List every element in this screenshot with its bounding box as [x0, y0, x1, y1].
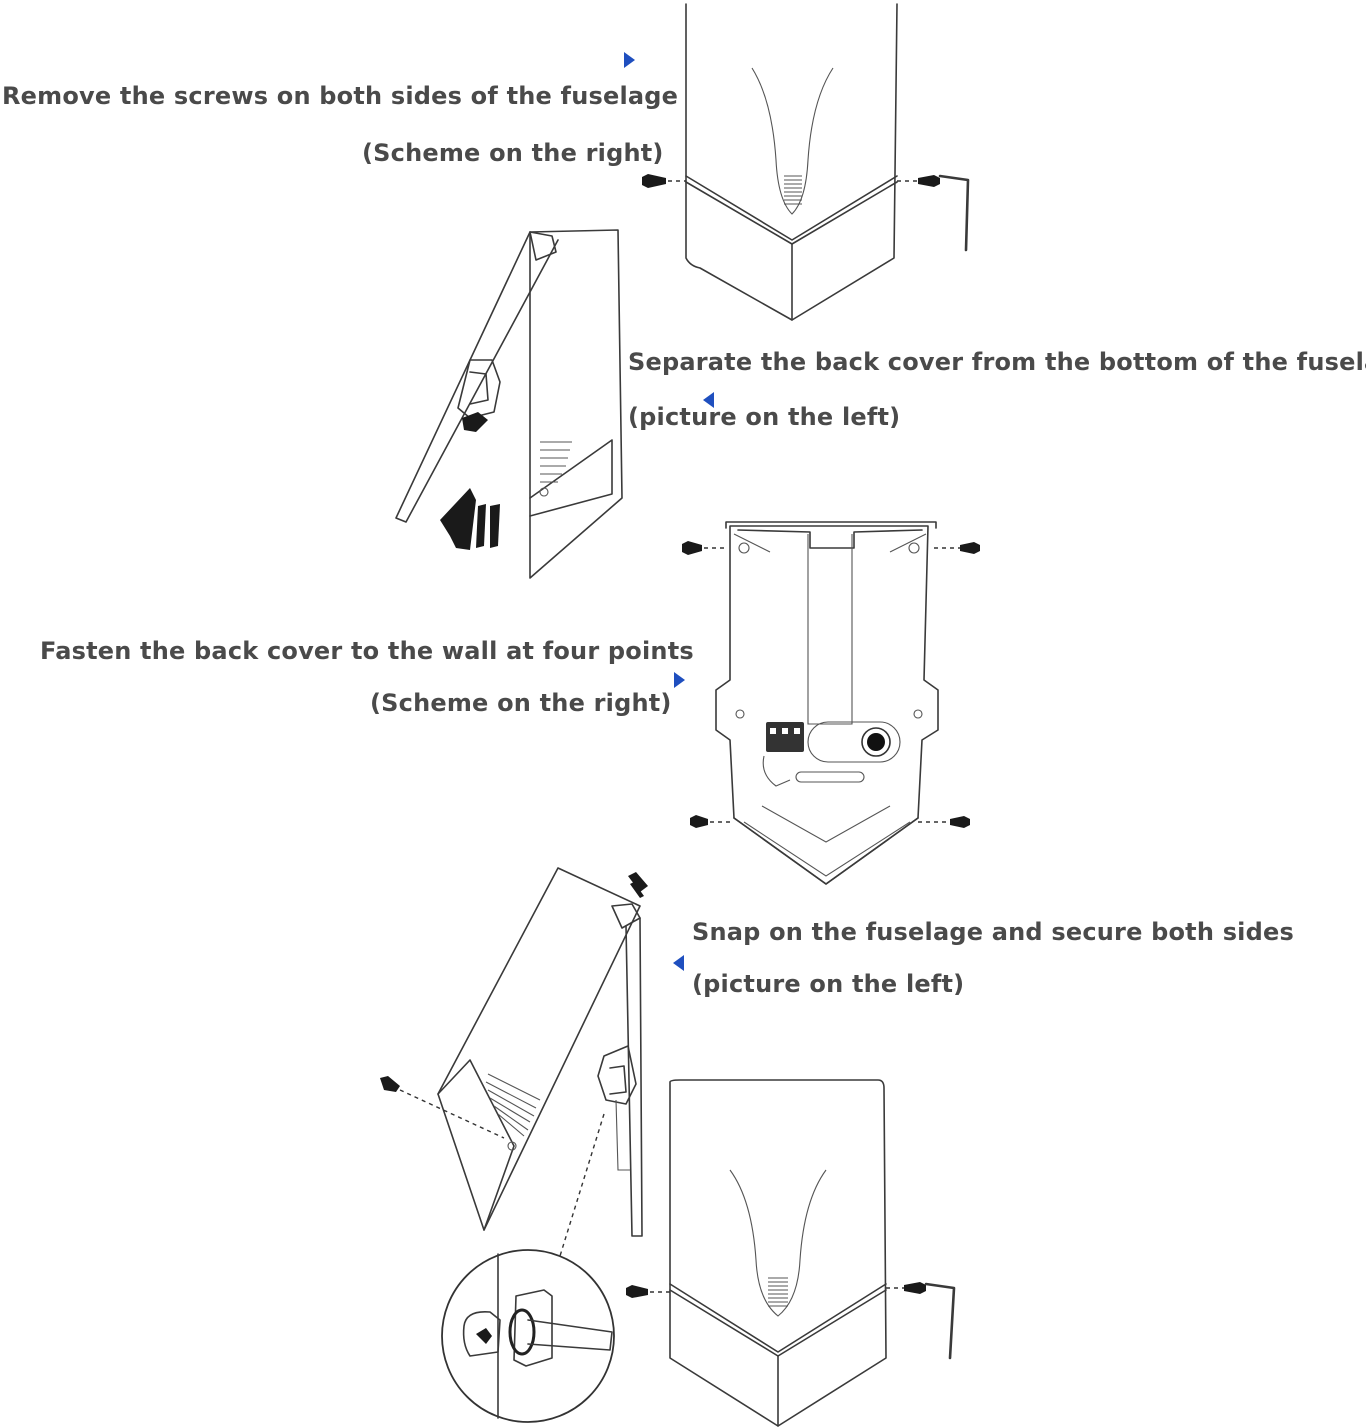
pointer-left-icon [673, 955, 684, 971]
screw-icon [897, 175, 940, 187]
step3-subtitle: (Scheme on the right) [370, 689, 672, 717]
screw-icon [682, 541, 728, 555]
screw-icon [886, 1282, 926, 1294]
back-cover-separating [395, 229, 623, 579]
allen-key-icon [924, 1282, 956, 1360]
step1-title: Remove the screws on both sides of the f… [2, 82, 679, 110]
step1-subtitle: (Scheme on the right) [362, 139, 664, 167]
allen-key-icon [938, 174, 970, 252]
screw-icon [934, 542, 980, 554]
push-arrow-icon [440, 488, 500, 550]
step3-title: Fasten the back cover to the wall at fou… [40, 637, 694, 665]
step2-subtitle: (picture on the left) [628, 403, 901, 431]
dryer-front-top [685, 3, 898, 321]
pointer-right-icon [674, 672, 685, 688]
dryer-front-bottom [669, 1079, 887, 1427]
pointer-right-icon [624, 52, 635, 68]
screw-icon [380, 1076, 505, 1139]
detail-magnifier [441, 1249, 615, 1423]
step4-subtitle: (picture on the left) [692, 970, 965, 998]
step2-title: Separate the back cover from the bottom … [628, 348, 1366, 376]
screw-icon [642, 174, 686, 188]
step4-title: Snap on the fuselage and secure both sid… [692, 918, 1294, 946]
back-cover-wall [715, 521, 939, 885]
screw-icon [626, 1285, 670, 1298]
screw-icon [918, 816, 970, 828]
fuselage-snapping [437, 867, 648, 1237]
screw-icon [690, 815, 734, 828]
pointer-left-icon [703, 392, 714, 408]
